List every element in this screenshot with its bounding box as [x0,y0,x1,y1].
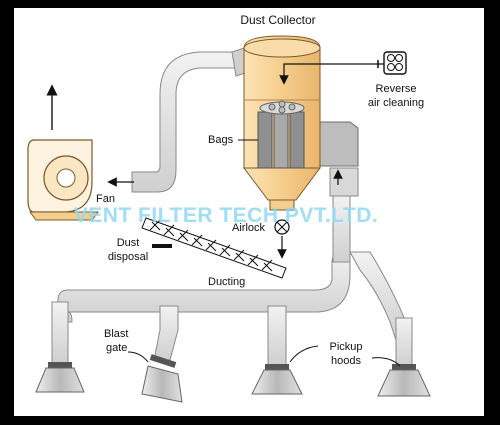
pickup-hood-2 [141,354,183,403]
airlock-label: Airlock [232,222,266,234]
screw-conveyor [141,217,287,279]
blast-gate-leader [127,351,149,363]
reverse-air-label-line1: Reverse [376,83,417,95]
fan-label: Fan [96,193,115,205]
blast-gate-label-line2: gate [106,342,127,354]
blast-gate-label-line1: Blast [104,328,128,340]
reverse-air-label-line2: air cleaning [368,97,424,109]
ducting-label: Ducting [208,276,245,288]
pickup-hood-1 [35,362,85,393]
pickup-hoods-label-line2: hoods [331,355,361,367]
dust-disposal-label-line2: disposal [108,251,148,263]
filter-bags [257,100,305,169]
pickup-hoods-label-line1: Pickup [329,341,362,353]
main-ducting [51,195,413,367]
bags-label: Bags [208,134,234,146]
pickup-hood-4 [377,364,431,397]
pickup-hoods-leader-1 [289,345,319,363]
diagram-title: Dust Collector [240,13,315,27]
fan-icon [27,139,99,221]
airlock-icon [269,199,295,235]
pickup-hoods-leader-2 [371,357,401,367]
reverse-air-fan-icon [383,51,407,75]
pickup-hood-3 [251,364,303,395]
collector-inlet-duct [317,121,359,197]
reverse-air-line [279,63,384,85]
watermark-text: VENT FILTER TECH PVT.LTD. [74,204,379,227]
dust-disposal-label-line1: Dust [117,237,140,249]
